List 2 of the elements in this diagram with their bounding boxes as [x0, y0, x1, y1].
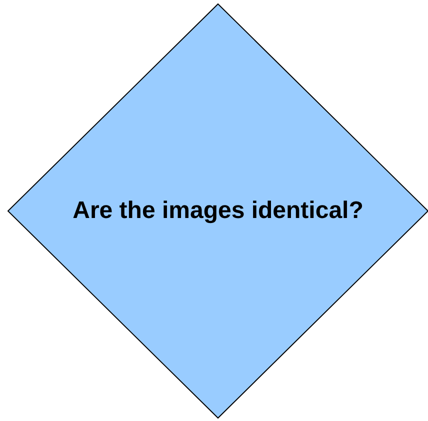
- decision-question: Are the images identical?: [72, 197, 364, 225]
- decision-diamond: [8, 4, 428, 418]
